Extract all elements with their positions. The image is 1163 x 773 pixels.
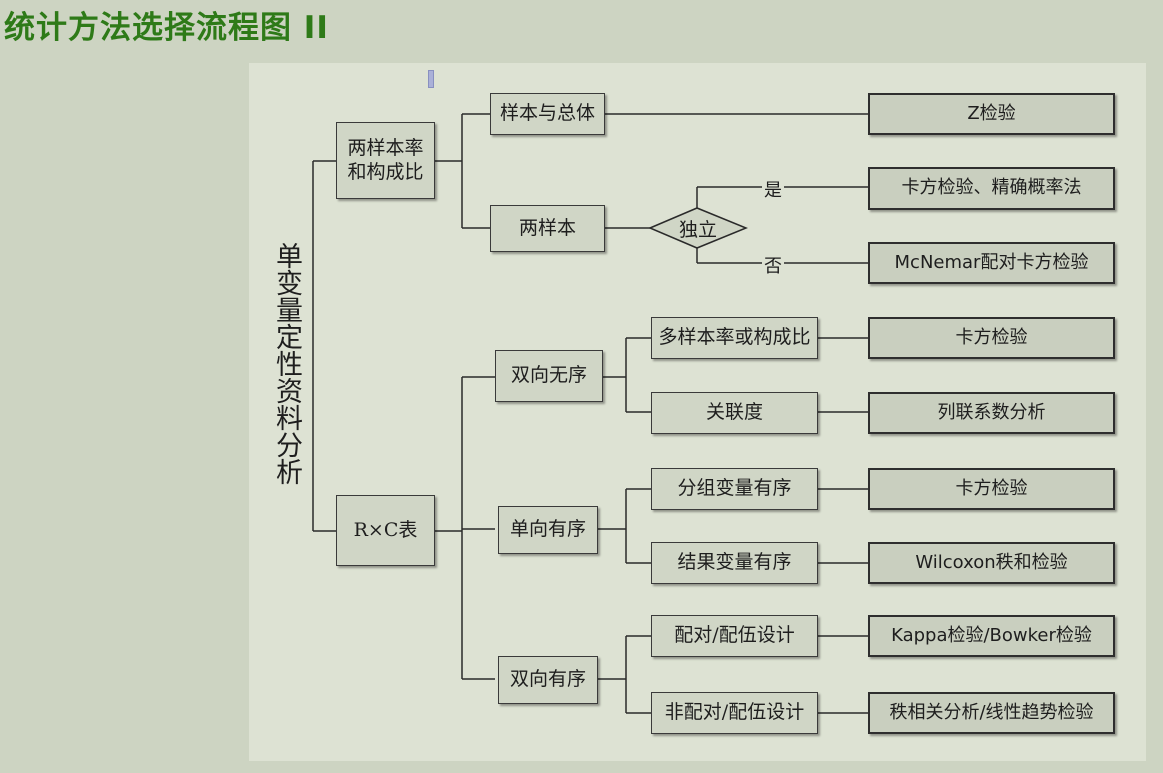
node-unidirectional-ordered: 单向有序 (498, 506, 598, 554)
root-node-label: 单变量定性资料分析 (271, 242, 302, 485)
node-unpaired-design: 非配对/配伍设计 (651, 692, 818, 734)
node-bidirectional-ordered: 双向有序 (498, 656, 598, 704)
result-chi-square-exact: 卡方检验、精确概率法 (868, 167, 1115, 210)
node-bidirectional-unordered: 双向无序 (495, 350, 603, 402)
node-two-sample-rates: 两样本率 和构成比 (336, 122, 435, 199)
node-group-var-ordered: 分组变量有序 (651, 468, 818, 510)
node-multi-sample-rates: 多样本率或构成比 (651, 317, 818, 359)
branch-label-no: 否 (762, 252, 784, 278)
decision-diamond (648, 207, 748, 249)
node-paired-design: 配对/配伍设计 (651, 615, 818, 657)
result-chi-square-1: 卡方检验 (868, 317, 1115, 359)
result-wilcoxon: Wilcoxon秩和检验 (868, 542, 1115, 584)
result-contingency-coefficient: 列联系数分析 (868, 392, 1115, 434)
result-chi-square-2: 卡方检验 (868, 468, 1115, 510)
result-z-test: Z检验 (868, 93, 1115, 135)
node-rxc-table: R×C表 (336, 495, 435, 566)
page-title: 统计方法选择流程图 II (4, 10, 329, 46)
node-association: 关联度 (651, 392, 818, 434)
node-two-samples: 两样本 (490, 205, 605, 252)
node-sample-vs-population: 样本与总体 (490, 93, 605, 135)
branch-label-yes: 是 (762, 176, 784, 202)
text-cursor-marker (428, 70, 434, 88)
node-outcome-var-ordered: 结果变量有序 (651, 542, 818, 584)
decision-independent-label: 独立 (678, 219, 717, 241)
result-mcnemar: McNemar配对卡方检验 (868, 242, 1115, 284)
result-rank-correlation: 秩相关分析/线性趋势检验 (868, 692, 1115, 734)
result-kappa-bowker: Kappa检验/Bowker检验 (868, 615, 1115, 657)
